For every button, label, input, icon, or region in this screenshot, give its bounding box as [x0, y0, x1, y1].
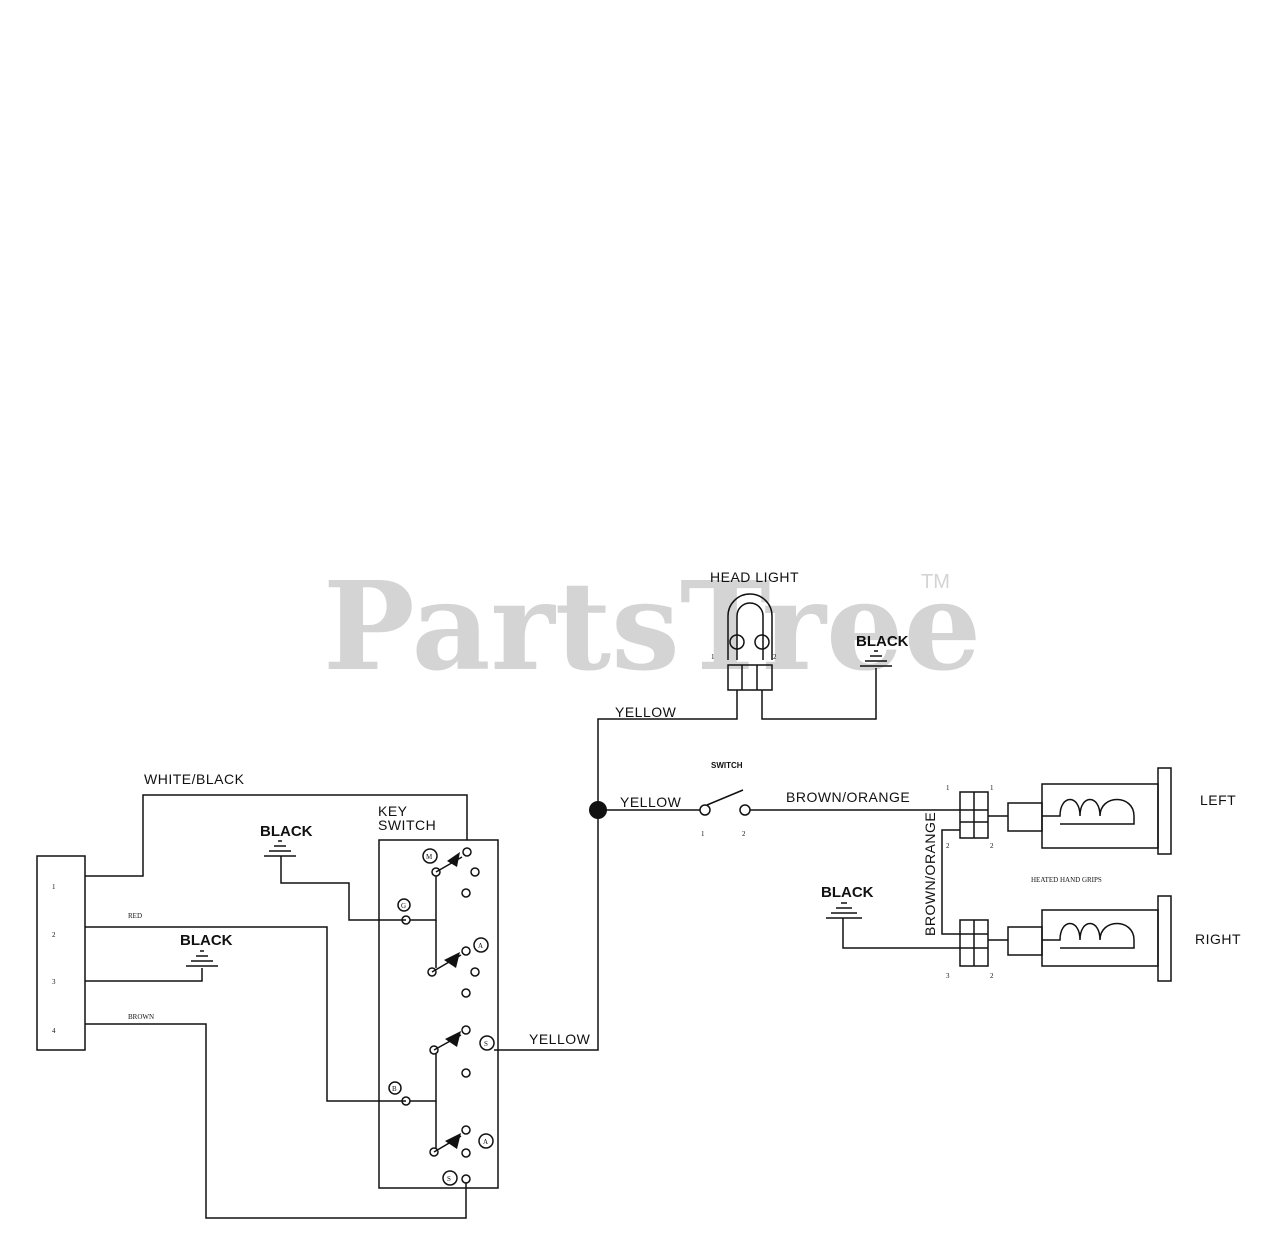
connector-pin-2: 2 — [52, 931, 56, 939]
wire-label-brown-orange-1: BROWN/ORANGE — [786, 789, 910, 805]
grip-pin-mid-a: 2 — [946, 842, 950, 850]
terminal-a-lower: A — [483, 1138, 488, 1146]
grip-pin-bot-a: 3 — [946, 972, 950, 980]
toggle-switch: SWITCH 1 2 — [699, 761, 751, 838]
wire-yellow-main: YELLOW — [494, 801, 607, 1051]
switch-pin-1: 1 — [701, 830, 705, 838]
key-switch-label-switch: SWITCH — [378, 817, 436, 833]
ground-label-black-1: BLACK — [180, 932, 233, 949]
head-light-label: HEAD LIGHT — [710, 569, 799, 585]
wire-white-black: WHITE/BLACK — [85, 771, 468, 877]
terminal-s-lower: S — [447, 1175, 451, 1183]
heated-hand-grips-label: HEATED HAND GRIPS — [1031, 876, 1102, 884]
head-light-pin-1: 1 — [711, 653, 715, 661]
switch-pin-2: 2 — [742, 830, 746, 838]
key-switch: KEY SWITCH M G A S — [378, 803, 499, 1189]
ground-grips: BLACK — [821, 884, 960, 949]
wire-label-red: RED — [128, 912, 142, 920]
key-switch-label-key: KEY — [378, 803, 408, 819]
wire-label-yellow-3: YELLOW — [620, 794, 682, 810]
terminal-g: G — [401, 902, 406, 910]
ground-head-light: BLACK — [856, 633, 909, 667]
wire-label-brown: BROWN — [128, 1013, 154, 1021]
wire-ground-pin3: BLACK — [85, 932, 233, 982]
wire-brown-orange: BROWN/ORANGE BROWN/ORANGE — [750, 789, 960, 936]
head-light-pin-2: 2 — [773, 653, 777, 661]
wire-label-yellow-2: YELLOW — [615, 704, 677, 720]
wire-red: RED — [85, 912, 406, 1102]
head-light: HEAD LIGHT 1 2 — [710, 569, 877, 720]
connector-pin-4: 4 — [52, 1027, 56, 1035]
connector-pin-3: 3 — [52, 978, 56, 986]
wire-label-yellow-1: YELLOW — [529, 1031, 591, 1047]
terminal-a-upper: A — [478, 942, 483, 950]
connector-pin-1: 1 — [52, 883, 56, 891]
ground-key-switch: BLACK — [260, 823, 406, 921]
watermark: PartsTree TM — [323, 554, 981, 698]
watermark-brand: PartsTree — [323, 554, 981, 698]
switch-label: SWITCH — [711, 761, 743, 770]
grip-pin-mid-b: 2 — [990, 842, 994, 850]
grip-pin-top-a: 1 — [946, 784, 950, 792]
ground-label-black-2: BLACK — [260, 823, 313, 840]
ground-label-black-3: BLACK — [856, 633, 909, 650]
heated-grip-left: 1 1 2 2 LEFT — [946, 767, 1236, 855]
terminal-b: B — [392, 1085, 397, 1093]
watermark-trademark: TM — [921, 571, 950, 593]
wire-brown: BROWN — [85, 1013, 467, 1219]
terminal-m: M — [426, 853, 433, 861]
grip-label-right: RIGHT — [1195, 931, 1241, 947]
wire-label-white-black: WHITE/BLACK — [144, 771, 245, 787]
wire-yellow-headlight: YELLOW — [597, 690, 738, 810]
wire-harness-connector: 1 2 3 4 — [36, 855, 86, 1051]
grip-pin-top-b: 1 — [990, 784, 994, 792]
wire-yellow-switch: YELLOW — [598, 794, 700, 811]
terminal-s-upper: S — [484, 1040, 488, 1048]
heated-grip-right: 3 2 RIGHT — [946, 895, 1241, 982]
grip-pin-bot-b: 2 — [990, 972, 994, 980]
grip-label-left: LEFT — [1200, 792, 1236, 808]
wire-label-brown-orange-2: BROWN/ORANGE — [922, 812, 938, 936]
ground-label-black-4: BLACK — [821, 884, 874, 901]
